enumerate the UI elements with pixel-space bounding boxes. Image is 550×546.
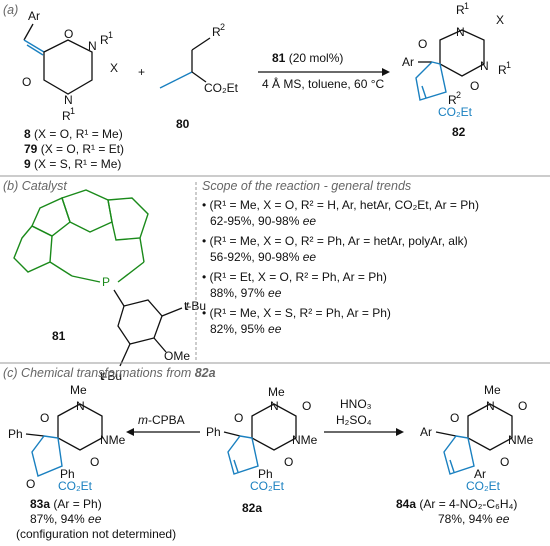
scope-1-line2: 62-95%, 90-98% ee [210,214,316,228]
scope-2-line1: • (R¹ = Me, X = O, R² = Ph, Ar = hetAr, … [202,234,468,248]
svg-text:O: O [234,411,243,425]
catalyst-atom-p: P [102,275,110,289]
svg-text:2: 2 [456,90,461,100]
label-84a: 84a (Ar = 4-NO₂-C₆H₄) [396,497,517,511]
svg-text:1: 1 [506,60,511,70]
section-b-label: (b) Catalyst [3,179,67,193]
svg-text:Ph: Ph [60,467,75,481]
svg-text:O: O [40,411,49,425]
svg-text:O: O [90,455,99,469]
reagent-hno3: HNO₃ [340,397,372,411]
section-c-label: (c) Chemical transformations from 82a [3,366,216,380]
product-label-82: 82 [452,125,466,139]
scope-1-line1: • (R¹ = Me, X = O, R² = H, Ar, hetAr, CO… [202,198,479,212]
scope-3-line1: • (R¹ = Et, X = O, R² = Ph, Ar = Ph) [202,270,387,284]
svg-text:NMe: NMe [508,433,534,447]
svg-text:O: O [26,477,35,491]
compound-82a-structure: Me N O NMe O O Ph Ph CO₂Et [206,385,318,493]
svg-text:O: O [450,411,459,425]
catalyst-atom-tbu2: tt-Bu [100,369,122,383]
reagent-h2so4: H₂SO₄ [336,413,372,427]
p-atom-co2et: CO₂Et [438,105,473,119]
svg-text:N: N [76,399,85,413]
atom-co2et: CO₂Et [204,81,239,95]
svg-text:N: N [480,59,489,73]
yield-83a: 87%, 94% ee [30,512,102,526]
svg-text:R: R [448,93,457,107]
svg-text:N: N [456,25,465,39]
catalyst-atom-ome: OMe [164,349,190,363]
svg-text:O: O [500,455,509,469]
substrate-structure: Ar O N R 1 X O N R 1 [22,9,118,123]
p-atom-r1-top: R [456,3,465,17]
svg-text:Me: Me [268,385,285,399]
p-atom-x: X [496,13,504,27]
svg-text:O: O [284,455,293,469]
svg-text:R: R [498,63,507,77]
atom-o-top: O [64,27,73,41]
reagent-label-80: 80 [176,117,190,131]
c-right-ar: Ar [420,425,432,439]
svg-text:CO₂Et: CO₂Et [58,479,93,493]
reagent-mcpba: m-CPBA [138,413,185,427]
svg-text:O: O [418,37,427,51]
scope-heading: Scope of the reaction - general trends [202,179,411,193]
catalyst-81-structure: P tt-Bu OMe tt-Bu [13,189,206,383]
atom-r1-bottom-sup: 1 [70,106,75,116]
substrate-line-79: 79 (X = O, R¹ = Et) [24,142,124,156]
condition-catalyst-line: 81 (20 mol%) [272,51,343,65]
c-left-ph: Ph [8,427,23,441]
atom-x: X [110,61,118,75]
svg-text:NMe: NMe [292,433,318,447]
scope-2-line2: 56-92%, 90-98% ee [210,250,316,264]
p-atom-ar: Ar [402,55,414,69]
c-center-ph: Ph [206,425,221,439]
plus-sign: + [138,65,145,79]
atom-n-bottom: N [64,93,73,107]
atom-r1-top: R [100,33,109,47]
scope-3-line2: 88%, 97% ee [210,286,282,300]
scope-4-line1: • (R¹ = Me, X = S, R² = Ph, Ar = Ph) [202,306,391,320]
substrate-line-8: 8 (X = O, R¹ = Me) [24,127,123,141]
atom-n-top: N [88,39,97,53]
atom-o-bottom: O [22,75,31,89]
svg-text:O: O [518,399,527,413]
compound-83a-structure: Me N NMe O O Ph O Ph CO₂Et [8,383,126,493]
svg-text:N: N [486,399,495,413]
svg-text:CO₂Et: CO₂Et [466,479,501,493]
svg-text:Ar: Ar [474,467,486,481]
product-82-structure: R 1 X N N R 1 O O Ar R 2 CO₂Et [402,1,511,119]
atom-ar: Ar [28,9,40,23]
svg-text:1: 1 [464,1,469,11]
catalyst-atom-tbu1: tt-Bu [184,299,206,313]
svg-text:O: O [470,79,479,93]
compound-84a-structure: Me N O NMe O O Ar Ar CO₂Et [420,383,534,493]
section-a-label: (a) [3,3,18,17]
substrate-line-9: 9 (X = S, R¹ = Me) [24,157,121,171]
atom-r2-sup: 2 [220,22,225,32]
svg-text:N: N [270,399,279,413]
svg-text:Me: Me [484,383,501,397]
label-82a: 82a [242,501,262,515]
condition-line2: 4 Å MS, toluene, 60 °C [262,76,385,91]
catalyst-label-81: 81 [52,329,66,343]
yield-84a: 78%, 94% ee [438,512,510,526]
svg-text:NMe: NMe [100,433,126,447]
atom-r2: R [212,25,221,39]
svg-text:CO₂Et: CO₂Et [250,479,285,493]
atom-r1-bottom: R [62,109,71,123]
scope-4-line2: 82%, 95% ee [210,322,282,336]
svg-text:Ph: Ph [258,467,273,481]
label-83a: 83a (Ar = Ph) [30,497,102,511]
note-83a: (configuration not determined) [16,527,176,541]
atom-r1-top-sup: 1 [108,30,113,40]
svg-text:Me: Me [70,383,87,397]
allenoate-structure: R 2 CO₂Et [159,22,239,95]
svg-text:O: O [302,399,311,413]
